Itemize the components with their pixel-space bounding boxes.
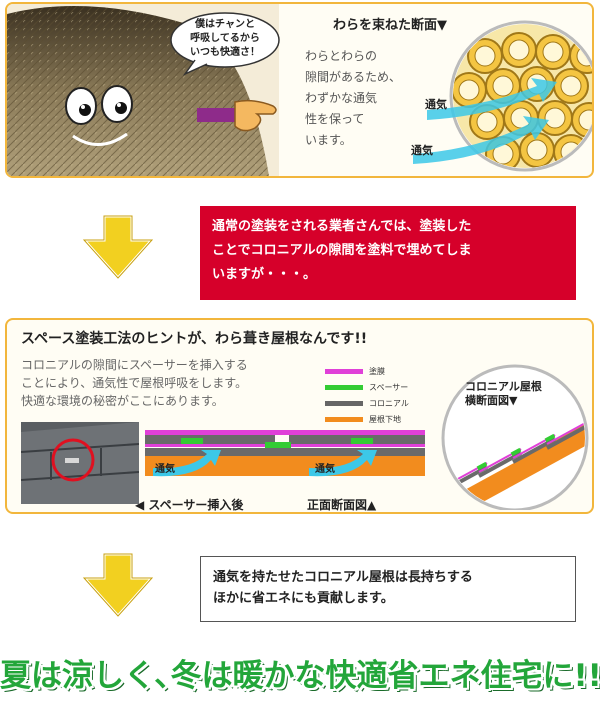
- desc-line: わずかな通気: [305, 91, 378, 105]
- legend-swatch: [325, 400, 363, 406]
- speech-bubble: [170, 12, 280, 76]
- caption-front-section: 正面断面図▲: [307, 498, 377, 512]
- roof-spacer-photo: [21, 422, 139, 504]
- legend-label: スペーサー: [369, 382, 409, 392]
- legend-swatch: [325, 384, 363, 390]
- airflow-label: 通気: [411, 144, 433, 157]
- desc-line: 快適な環境の秘密がここにあります。: [21, 394, 224, 408]
- benefit-note: 通気を持たせたコロニアル屋根は長持ちする ほかに省エネにも貢献します。: [200, 556, 576, 622]
- airflow-label: 通気: [425, 98, 447, 111]
- slogan: 夏は涼しく､冬は暖かな快適省エネ住宅に!!: [0, 658, 600, 694]
- pointing-hand-icon: [197, 99, 277, 132]
- desc-line: います。: [305, 133, 352, 147]
- caption-after-spacer: ◀ スペーサー挿入後: [135, 498, 244, 512]
- speech-line: 呼吸してるから: [190, 33, 260, 44]
- desc-line: 隙間があるため、: [305, 70, 402, 84]
- airflow-arrow-icon: [413, 78, 557, 164]
- panel-title: スペース塗装工法のヒントが、わら葺き屋根なんです!!: [21, 331, 368, 347]
- speech-line: いつも快適さ！: [190, 47, 260, 58]
- speech-line: 僕はチャンと: [195, 19, 255, 30]
- straw-bundle-cross-section: [413, 20, 592, 172]
- legend-label: 屋根下地: [369, 414, 401, 424]
- desc-line: 性を保って: [305, 112, 365, 126]
- airflow-label: 通気: [155, 464, 175, 475]
- legend-swatch: [325, 368, 363, 374]
- desc-line: コロニアルの隙間にスペーサーを挿入する: [21, 358, 248, 372]
- airflow-label: 通気: [315, 464, 335, 475]
- cross-title-line: コロニアル屋根: [465, 380, 542, 393]
- airflow-arrow-icon: [153, 450, 377, 477]
- bundle-title: わらを束ねた断面▼: [333, 18, 447, 33]
- cross-section-diagram: [441, 364, 589, 510]
- bundle-description: わらとわらの 隙間があるため、 わずかな通気 性を保って います。: [305, 46, 435, 151]
- mascot-mouth: [72, 132, 128, 146]
- legend-swatch: [325, 416, 363, 422]
- note-line: 通常の塗装をされる業者さんでは、塗装した: [212, 219, 472, 234]
- straw-roof-panel: 僕はチャンと 呼吸してるから いつも快適さ！ わらを束ねた断面▼ わらとわらの …: [5, 2, 594, 178]
- down-arrow-icon: [80, 214, 156, 281]
- note-line: ほかに省エネにも貢献します。: [213, 591, 394, 606]
- legend-label: コロニアル: [369, 398, 409, 408]
- front-section-diagram: [145, 430, 425, 477]
- legend-item: スペーサー: [325, 380, 435, 394]
- desc-line: わらとわらの: [305, 49, 378, 63]
- legend-item: 塗膜: [325, 364, 435, 378]
- note-line: いますが・・・。: [212, 267, 317, 282]
- cross-section-title: コロニアル屋根 横断面図▼: [465, 380, 542, 408]
- note-line: ことでコロニアルの隙間を塗料で埋めてしま: [212, 243, 472, 258]
- panel-description: コロニアルの隙間にスペーサーを挿入する ことにより、通気性で屋根呼吸をします。 …: [21, 356, 311, 410]
- desc-line: ことにより、通気性で屋根呼吸をします。: [21, 376, 248, 390]
- speech-text: 僕はチャンと 呼吸してるから いつも快適さ！: [175, 18, 275, 60]
- legend-item: コロニアル: [325, 396, 435, 410]
- note-line: 通気を持たせたコロニアル屋根は長持ちする: [213, 570, 473, 585]
- warning-note: 通常の塗装をされる業者さんでは、塗装した ことでコロニアルの隙間を塗料で埋めてし…: [200, 206, 576, 300]
- cross-title-line: 横断面図▼: [465, 394, 518, 407]
- legend-label: 塗膜: [369, 366, 385, 376]
- space-coating-panel: スペース塗装工法のヒントが、わら葺き屋根なんです!! コロニアルの隙間にスペーサ…: [5, 318, 594, 514]
- down-arrow-icon: [80, 552, 156, 619]
- layer-legend: 塗膜 スペーサー コロニアル 屋根下地: [325, 364, 435, 428]
- mascot-eyes: [65, 85, 133, 125]
- legend-item: 屋根下地: [325, 412, 435, 426]
